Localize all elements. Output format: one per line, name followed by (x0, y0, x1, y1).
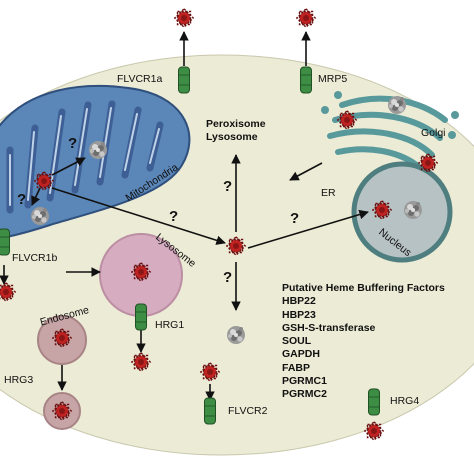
flvcr1b-transporter (0, 228, 10, 256)
question-mark-cytosol: ? (169, 208, 179, 225)
buffering-factor-item: PGRMC2 (282, 388, 327, 401)
buffering-factors-title: Putative Heme Buffering Factors (282, 282, 445, 294)
buffering-factor-item: HBP23 (282, 308, 316, 321)
flvcr1a-transporter (178, 66, 190, 94)
plasma-membrane (0, 54, 474, 456)
arrow-heme-to-mito-glob (51, 157, 86, 176)
nucleus (351, 161, 453, 263)
label-flvcr1b: FLVCR1b (12, 252, 58, 264)
golgi-apparatus (321, 91, 459, 171)
question-mark-buffering: ? (223, 269, 233, 286)
arrow-to-nucleus (247, 209, 369, 249)
label-hrg1: HRG1 (155, 319, 185, 331)
protein-globule-golgi (388, 96, 406, 114)
buffering-factor-item: GSH-S-transferase (282, 321, 376, 334)
question-mark-mito-export: ? (68, 135, 78, 152)
protein-globule-mito-2 (31, 207, 49, 225)
buffering-factor-item: FABP (282, 361, 311, 374)
buffering-factors-list: Putative Heme Buffering Factors HBP22 HB… (282, 282, 445, 402)
hrg1-transporter (135, 303, 147, 331)
label-hrg3: HRG3 (4, 374, 34, 386)
label-flvcr2: FLVCR2 (228, 405, 268, 417)
arrow-golgi-to-er (289, 162, 323, 181)
label-golgi: Golgi (421, 127, 446, 139)
buffering-factor-item: SOUL (282, 335, 312, 348)
question-mark-nucleus: ? (290, 210, 300, 227)
arrow-heme-to-inner-mito (31, 187, 41, 206)
buffering-factor-item: HBP22 (282, 295, 316, 308)
label-flvcr1a: FLVCR1a (117, 73, 163, 85)
protein-globule-mito-1 (89, 141, 107, 159)
flvcr2-transporter (204, 397, 216, 425)
heme-mrp5 (296, 8, 316, 28)
label-lysosome-top: Lysosome (206, 131, 258, 143)
label-hrg4: HRG4 (390, 395, 420, 407)
heme-flvcr1a (174, 8, 194, 28)
question-mark-peroxisome: ? (223, 178, 233, 195)
protein-globule-nucleus (404, 201, 422, 219)
buffering-factor-item: GAPDH (282, 348, 320, 361)
question-mark-mito-inner: ? (17, 191, 27, 208)
buffering-factor-item: PGRMC1 (282, 375, 327, 388)
protein-globule-buffer (227, 326, 245, 344)
label-peroxisome: Peroxisome (206, 118, 266, 130)
arrow-mito-to-cytosol (51, 187, 226, 245)
heme-hrg4 (364, 421, 384, 441)
label-er: ER (321, 187, 336, 199)
label-mrp5: MRP5 (318, 73, 348, 85)
mrp5-transporter (300, 66, 312, 94)
